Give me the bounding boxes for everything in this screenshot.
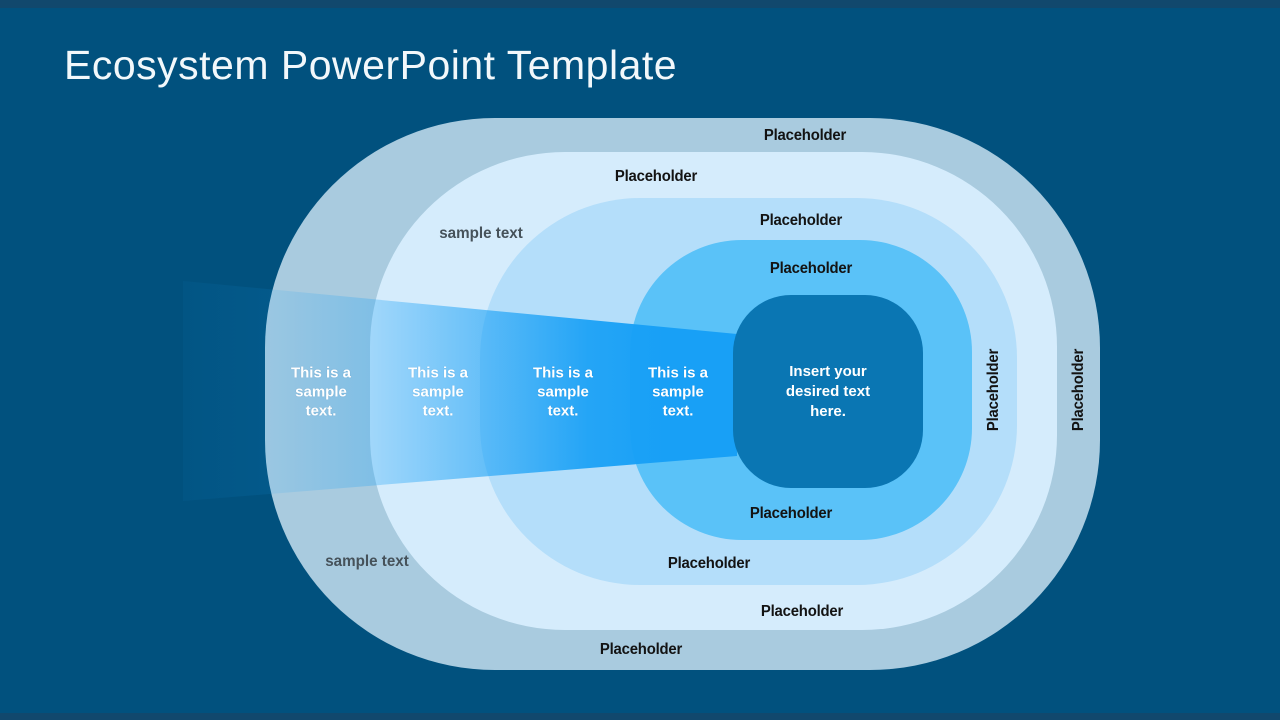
ring-2-top-label: Placeholder bbox=[614, 168, 698, 185]
ring-1-right-label: Placeholder bbox=[1070, 348, 1087, 432]
beam-text-4: This is a sample text. bbox=[647, 364, 709, 420]
ring-3-bottom-label: Placeholder bbox=[667, 555, 751, 572]
ring-3-right-label: Placeholder bbox=[985, 348, 1002, 432]
center-shape bbox=[733, 295, 923, 488]
center-text: Insert your desired text here. bbox=[785, 363, 871, 420]
slide-title: Ecosystem PowerPoint Template bbox=[64, 42, 678, 88]
sample-text-note-top: sample text bbox=[439, 225, 523, 242]
ring-1-top-label: Placeholder bbox=[763, 127, 847, 144]
sample-text-note-bottom: sample text bbox=[325, 553, 409, 570]
beam-text-2: This is a sample text. bbox=[407, 364, 469, 420]
slide-top-border bbox=[0, 0, 1280, 8]
ring-3-top-label: Placeholder bbox=[759, 212, 843, 229]
beam-shape bbox=[183, 281, 737, 501]
slide-bottom-border bbox=[0, 713, 1280, 720]
ring-4-bottom-label: Placeholder bbox=[749, 505, 833, 522]
beam-text-1: This is a sample text. bbox=[290, 364, 352, 420]
ring-4-top-label: Placeholder bbox=[769, 260, 853, 277]
ring-1-bottom-label: Placeholder bbox=[599, 641, 683, 658]
ring-2-bottom-label: Placeholder bbox=[760, 603, 844, 620]
beam-text-3: This is a sample text. bbox=[532, 364, 594, 420]
